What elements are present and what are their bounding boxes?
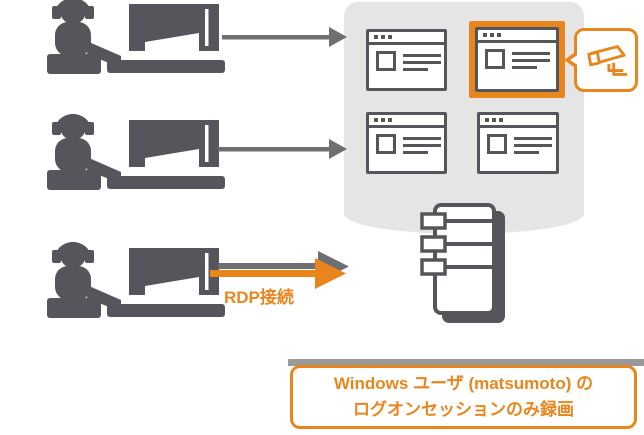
recording-bubble [564,28,638,92]
caption-box: Windows ユーザ (matsumoto) の ログオンセッションのみ録画 [290,365,637,429]
window-thumbnail [376,134,396,154]
rdp-connection-arrow-icon [210,251,349,289]
server-icon [420,203,505,323]
window-dot [381,35,385,39]
caption-line-1: Windows ユーザ (matsumoto) の [333,374,594,393]
app-window-icon [475,27,559,92]
window-dot [374,35,378,39]
user-at-laptop-icon [47,242,225,318]
app-window-icon [477,112,559,174]
window-titlebar [369,115,444,128]
app-window-icon [366,29,447,91]
caption-line-2: ログオンセッションのみ録画 [353,400,574,419]
window-dot [388,35,392,39]
rdp-connection-label: RDP接続 [224,288,294,307]
surveillance-camera-icon [587,45,628,76]
window-thumbnail [376,51,396,71]
caption-shadow-bar [288,359,644,366]
user-at-laptop-icon [47,0,225,74]
window-titlebar [369,32,444,45]
connection-arrow-icon [218,139,347,159]
window-thumbnail [485,49,505,69]
connection-arrow-icon [222,27,347,47]
app-window-icon [366,112,447,174]
app-window-highlighted-icon [469,21,565,98]
window-titlebar [478,30,556,43]
window-titlebar [480,115,556,128]
user-at-laptop-icon [47,114,225,190]
window-thumbnail [487,134,507,154]
